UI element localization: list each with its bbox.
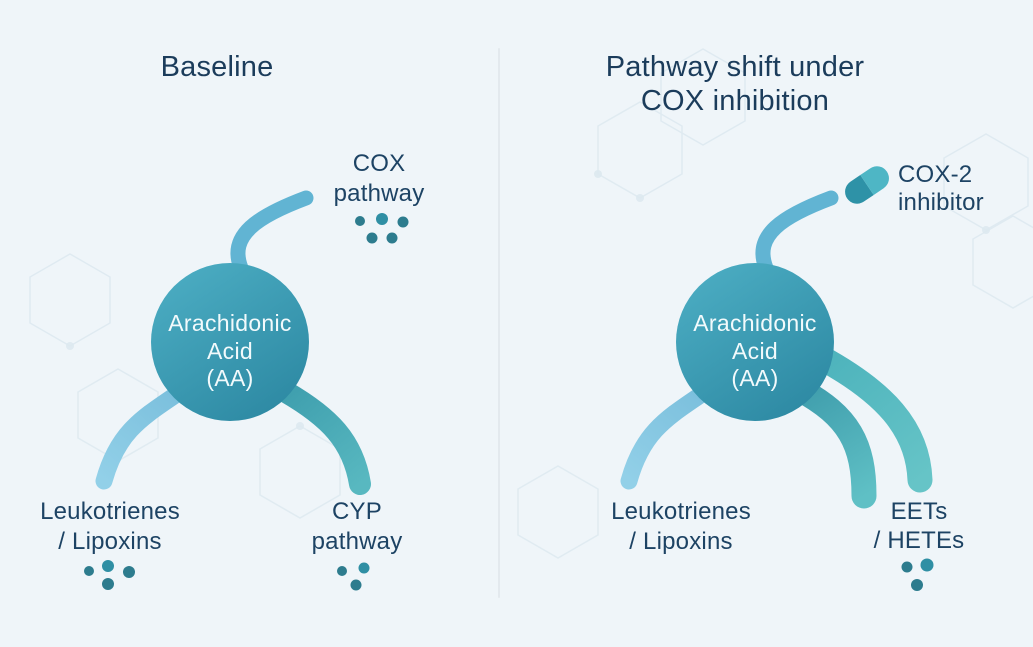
leukotrienes-label-right: Leukotrienes / Lipoxins	[611, 497, 751, 557]
eets-hetes-line2: / HETEs	[873, 527, 965, 554]
eet-metabolite-dots	[901, 558, 934, 591]
cox-pathway-label-line2: pathway	[333, 180, 425, 207]
cox2-inhibitor-label-line1: COX-2	[898, 161, 973, 188]
molecule-watermark-atoms	[66, 170, 990, 430]
cox-metabolite-dots	[355, 213, 409, 244]
aa-left-line1: Arachidonic	[168, 310, 292, 336]
cyp-pathway-label-line1: CYP	[332, 498, 382, 525]
arachidonic-acid-label-right: Arachidonic Acid (AA)	[693, 310, 816, 393]
eets-hetes-line1: EETs	[890, 498, 948, 525]
cox-pathway-label-line1: COX	[352, 150, 406, 177]
panel-divider	[498, 48, 500, 598]
cox-branch-right-blocked	[755, 190, 839, 276]
baseline-panel-title: Baseline	[160, 51, 274, 83]
leukotriene-branch-left	[95, 387, 183, 490]
leukotrienes-right-line2: / Lipoxins	[629, 528, 733, 555]
inhibition-title-line2: COX inhibition	[640, 85, 830, 117]
aa-right-line1: Arachidonic	[693, 310, 817, 336]
inhibition-title-line1: Pathway shift under	[605, 51, 865, 83]
aa-right-line2: Acid	[732, 337, 778, 364]
aa-right-line3: (AA)	[731, 365, 779, 391]
leukotriene-metabolite-dots	[84, 560, 135, 590]
leukotriene-branch-right	[620, 387, 708, 490]
eets-hetes-label: EETs / HETEs	[874, 497, 965, 555]
leukotrienes-left-line2: / Lipoxins	[58, 528, 162, 555]
cyp-pathway-label-line2: pathway	[311, 528, 403, 555]
aa-left-line3: (AA)	[206, 365, 254, 391]
cyp-pathway-label: CYP pathway	[312, 497, 403, 557]
cyp-metabolite-dots	[337, 562, 370, 591]
eet-branch-inner	[786, 376, 877, 509]
arachidonic-acid-node-right	[676, 263, 834, 421]
leukotrienes-right-line1: Leukotrienes	[611, 498, 751, 525]
eet-branch-outer	[807, 344, 933, 493]
leukotrienes-label-left: Leukotrienes / Lipoxins	[40, 497, 180, 557]
cox2-inhibitor-label: COX-2 inhibitor	[898, 161, 984, 217]
leukotrienes-left-line1: Leukotrienes	[40, 498, 180, 525]
cox2-inhibitor-label-line2: inhibitor	[898, 189, 984, 216]
cyp-branch-left	[275, 381, 371, 495]
inhibition-panel-title: Pathway shift under COX inhibition	[606, 50, 865, 118]
arachidonic-acid-node-left	[151, 263, 309, 421]
cox-branch-left	[230, 190, 314, 276]
cox2-inhibitor-pill-icon	[845, 166, 889, 204]
arachidonic-acid-label-left: Arachidonic Acid (AA)	[168, 310, 291, 393]
cox-pathway-label: COX pathway	[334, 149, 425, 209]
aa-left-line2: Acid	[207, 337, 253, 364]
